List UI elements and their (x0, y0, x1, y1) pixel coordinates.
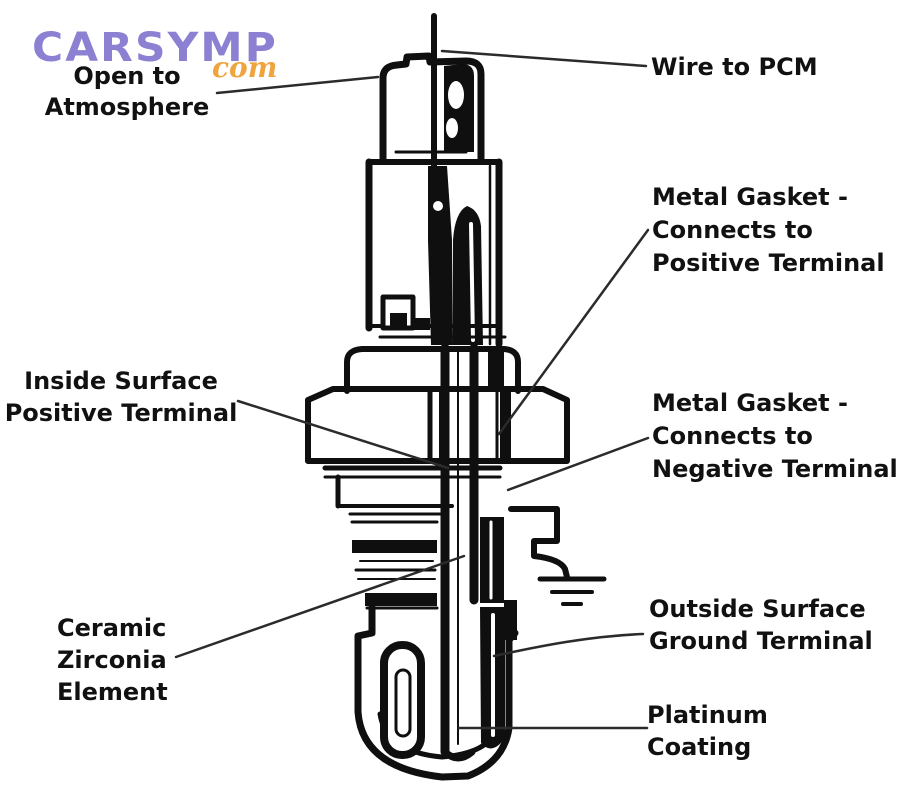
sensor-cap (379, 52, 485, 164)
leader-lines (174, 49, 650, 730)
sensor-zirconia-element (440, 343, 479, 757)
label-line: Metal Gasket - (652, 389, 848, 417)
label-inside-surface-positive-terminal: Inside Surface Positive Terminal (0, 365, 242, 429)
leader-metal-gasket-positive (497, 228, 650, 436)
logo-brand-text: CARSYMP (32, 25, 278, 71)
label-line: Wire to PCM (651, 53, 818, 81)
label-line: Ground Terminal (649, 627, 873, 655)
sensor-shield (354, 600, 519, 781)
label-line: Inside Surface (24, 367, 218, 395)
leader-ceramic-zirconia-element (174, 554, 466, 659)
label-line: Platinum (647, 701, 768, 729)
logo-tld-text: com (212, 51, 278, 84)
leader-inside-surface-positive-terminal (236, 399, 450, 470)
label-line: Metal Gasket - (652, 183, 848, 211)
label-line: Atmosphere (44, 93, 210, 121)
label-line: Ceramic (57, 614, 167, 642)
sensor-flange (344, 346, 521, 394)
leader-outside-surface-ground-terminal (492, 632, 645, 658)
ground-bracket (508, 506, 570, 580)
label-line: Element (57, 678, 168, 706)
leader-wire-to-pcm (440, 49, 648, 68)
label-line: Coating (647, 733, 752, 761)
label-line: Positive Terminal (652, 249, 885, 277)
label-metal-gasket-positive: Metal Gasket - Connects to Positive Term… (652, 181, 885, 280)
label-metal-gasket-negative: Metal Gasket - Connects to Negative Term… (652, 387, 898, 486)
label-line: Negative Terminal (652, 455, 898, 483)
label-line: Outside Surface (649, 595, 866, 623)
leader-metal-gasket-negative (506, 436, 650, 492)
label-wire-to-pcm: Wire to PCM (651, 51, 818, 83)
leader-open-to-atmosphere (215, 75, 380, 95)
label-line: Connects to (652, 216, 813, 244)
label-open-to-atmosphere: Open to Atmosphere (36, 61, 218, 123)
ground-symbol-icon (537, 576, 607, 606)
label-outside-surface-ground-terminal: Outside Surface Ground Terminal (649, 593, 873, 657)
label-line: Open to (73, 62, 181, 90)
sensor-hex-nut (305, 386, 570, 464)
label-line: Zirconia (57, 646, 167, 674)
label-line: Positive Terminal (4, 399, 238, 427)
carsymp-logo: CARSYMP com (32, 28, 292, 86)
label-line: Connects to (652, 422, 813, 450)
sensor-upper-body (365, 158, 507, 348)
label-platinum-coating: Platinum Coating (647, 699, 768, 763)
label-ceramic-zirconia-element: Ceramic Zirconia Element (57, 612, 168, 708)
sensor-drawing (305, 13, 607, 781)
